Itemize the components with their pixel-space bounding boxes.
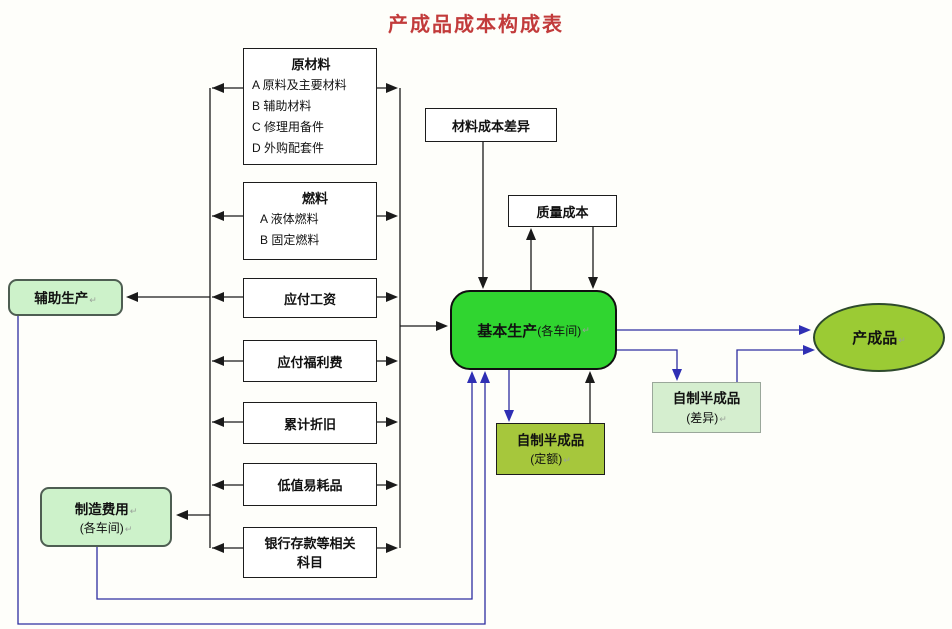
low-value-consumables-label: 低值易耗品 xyxy=(277,478,343,493)
manufacturing-overhead-label: 制造费用 xyxy=(74,501,129,517)
auxiliary-production-label: 辅助生产 xyxy=(34,291,89,306)
node-basic-production: 基本生产(各车间)↵ xyxy=(450,290,617,370)
return-mark: ↵ xyxy=(582,324,590,335)
bank-deposit-line2: 科目 xyxy=(296,554,323,570)
semi-finished-quota-label: 自制半成品 xyxy=(516,432,585,448)
node-bank-deposit: 银行存款等相关 科目 xyxy=(243,527,377,578)
fuel-item: A 液体燃料 xyxy=(260,212,319,226)
semi-finished-quota-sub: (定额) xyxy=(530,451,563,466)
node-raw-materials: 原材料 A 原料及主要材料 B 辅助材料 C 修理用备件 D 外购配套件 xyxy=(243,48,377,165)
basic-production-sub: (各车间) xyxy=(537,323,582,338)
manufacturing-overhead-sub: (各车间) xyxy=(79,520,124,535)
node-semi-finished-variance: 自制半成品 (差异)↵ xyxy=(652,382,761,433)
quality-cost-label: 质量成本 xyxy=(536,204,589,220)
node-low-value-consumables: 低值易耗品 xyxy=(243,463,377,506)
return-mark: ↵ xyxy=(124,523,133,534)
material-cost-variance-label: 材料成本差异 xyxy=(451,118,530,134)
node-finished-product: 产成品↵ xyxy=(813,303,945,372)
fuel-item: B 固定燃料 xyxy=(260,233,320,247)
payable-welfare-label: 应付福利费 xyxy=(277,354,343,370)
node-manufacturing-overhead: 制造费用↵ (各车间)↵ xyxy=(40,487,172,547)
node-auxiliary-production: 辅助生产↵ xyxy=(8,279,123,316)
semi-finished-variance-sub: (差异) xyxy=(686,410,719,425)
return-mark: ↵ xyxy=(719,413,727,424)
raw-materials-item: B 辅助材料 xyxy=(252,99,312,113)
finished-product-label: 产成品 xyxy=(852,330,898,347)
page-title: 产成品成本构成表 xyxy=(388,14,564,36)
return-mark: ↵ xyxy=(563,454,571,465)
node-payable-welfare: 应付福利费 xyxy=(243,340,377,382)
return-mark: ↵ xyxy=(129,505,138,516)
fuel-title: 燃料 xyxy=(301,191,328,206)
return-mark: ↵ xyxy=(89,295,97,305)
node-semi-finished-quota: 自制半成品 (定额)↵ xyxy=(496,423,605,475)
node-quality-cost: 质量成本 xyxy=(508,195,617,227)
payable-wages-label: 应付工资 xyxy=(283,291,336,307)
basic-production-label: 基本生产 xyxy=(477,322,538,340)
accumulated-depreciation-label: 累计折旧 xyxy=(283,416,336,432)
raw-materials-title: 原材料 xyxy=(291,57,331,72)
node-accumulated-depreciation: 累计折旧 xyxy=(243,402,377,444)
node-payable-wages: 应付工资 xyxy=(243,278,377,318)
raw-materials-item: A 原料及主要材料 xyxy=(252,78,347,92)
node-fuel: 燃料 A 液体燃料 B 固定燃料 xyxy=(243,182,377,260)
raw-materials-item: D 外购配套件 xyxy=(252,141,325,155)
bank-deposit-line1: 银行存款等相关 xyxy=(264,535,356,551)
raw-materials-item: C 修理用备件 xyxy=(252,120,325,134)
return-mark: ↵ xyxy=(898,335,906,345)
node-material-cost-variance: 材料成本差异 xyxy=(425,108,557,142)
semi-finished-variance-label: 自制半成品 xyxy=(672,390,741,406)
